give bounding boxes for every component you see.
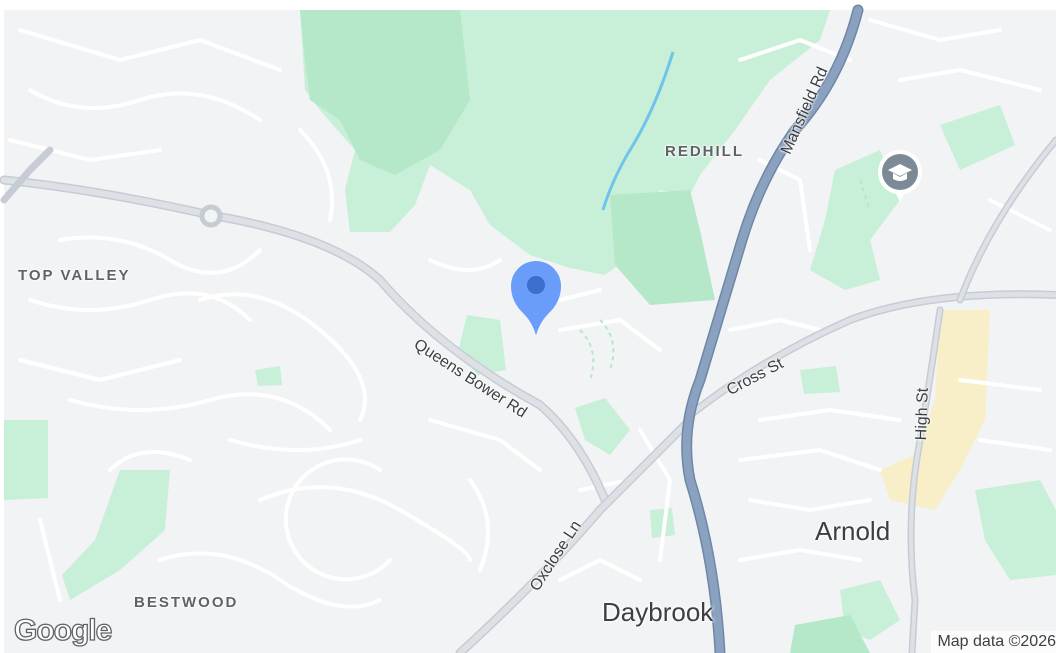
park-east-arnold [975,480,1056,580]
park-west [4,420,48,500]
arterial-roads [0,136,1056,653]
park-queens-bower [575,398,630,455]
stream [601,51,675,211]
area-label-redhill: REDHILL [665,143,744,160]
park-southwest [62,470,170,600]
location-pin-icon[interactable] [508,260,564,336]
school-icon[interactable] [874,148,926,206]
footpaths [579,179,871,381]
park-cross-st [800,366,840,394]
google-logo[interactable]: Google [13,613,113,647]
road-label-high-st: High St [913,387,932,441]
minor-streets [8,18,1052,609]
map-data-attribution[interactable]: Map data ©2026 [931,631,1056,653]
town-label-arnold: Arnold [815,516,891,546]
park-northeast [940,105,1015,170]
commercial-arnold-centre [880,310,990,510]
roundabout [199,204,223,228]
forest-patch-north [300,10,470,175]
forest-patch-east [610,190,715,305]
park-daybrook [650,508,675,538]
town-label-daybrook: Daybrook [602,597,714,627]
highway-mansfield-rd [681,4,864,653]
park-school-grounds [810,150,900,290]
park-tiny [255,366,282,386]
area-label-bestwood: BESTWOOD [134,594,239,611]
area-label-top-valley: TOP VALLEY [18,267,131,284]
park-arnot-hill [790,615,870,653]
